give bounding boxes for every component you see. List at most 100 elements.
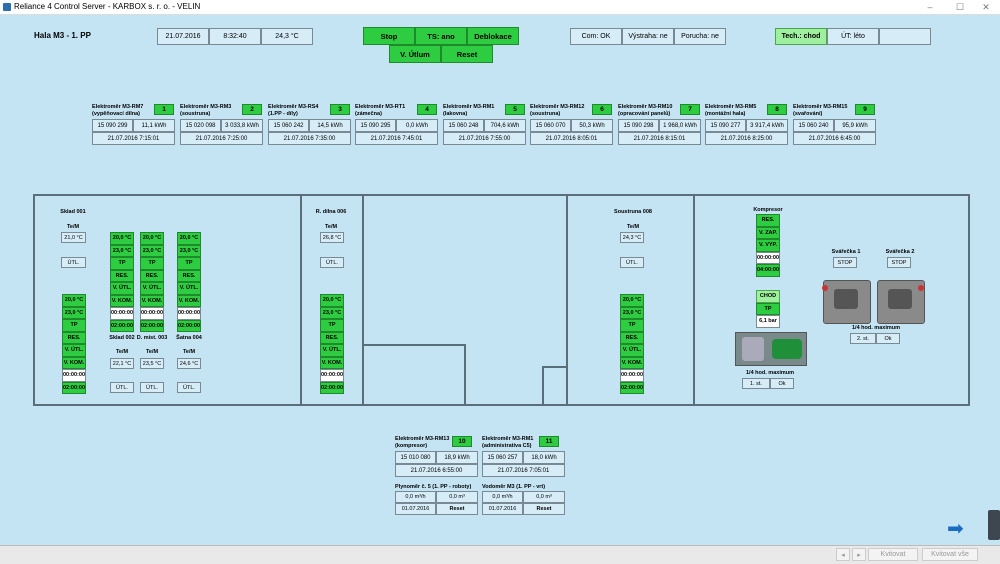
v-utl-button[interactable]: V. ÚTL. — [140, 282, 164, 295]
meter-number[interactable]: 8 — [767, 104, 787, 115]
reset-button[interactable]: Reset — [441, 45, 493, 63]
zone-soustruna-008-utl-button[interactable]: ÚTL. — [620, 257, 644, 268]
utlum-button[interactable]: V. Útlum — [389, 45, 441, 63]
meter-number[interactable]: 11 — [539, 436, 559, 447]
v-utl-button[interactable]: V. ÚTL. — [177, 282, 201, 295]
gas-reset-button[interactable]: Reset — [436, 503, 478, 515]
setpoint-1[interactable]: 20,0 °C — [140, 232, 164, 245]
meter-number[interactable]: 1 — [154, 104, 174, 115]
next-page-arrow-icon[interactable]: ➡ — [947, 518, 964, 540]
meter-1: Elektroměr M3-RM7 (vypěňovací dílna) 1 1… — [92, 104, 175, 152]
v-kom-button[interactable]: V. KOM. — [177, 294, 201, 307]
res-button[interactable]: RES. — [320, 331, 344, 344]
meter-name: Elektroměr M3-RM5 (montážní hala) — [705, 104, 757, 117]
tp-indicator: TP — [320, 319, 344, 332]
water-reset-button[interactable]: Reset — [523, 503, 565, 515]
meter-number[interactable]: 4 — [417, 104, 437, 115]
meter-value: 3 033,8 kWh — [221, 119, 263, 132]
meter-name: Elektroměr M3-RM1 (administrativa C5) — [482, 436, 534, 449]
v-utl-button[interactable]: V. ÚTL. — [320, 344, 344, 357]
v-kom-button[interactable]: V. KOM. — [62, 356, 86, 369]
kompresor-res-button[interactable]: RES. — [756, 214, 780, 227]
kompresor-vvyp-button[interactable]: V. VYP. — [756, 239, 780, 252]
water-flow: 0,0 m³/h — [482, 491, 523, 503]
v-kom-button[interactable]: V. KOM. — [110, 294, 134, 307]
next-alarm-button[interactable]: ▸ — [852, 548, 866, 561]
v-kom-button[interactable]: V. KOM. — [320, 356, 344, 369]
res-button[interactable]: RES. — [620, 331, 644, 344]
deblokace-button[interactable]: Deblokace — [467, 27, 519, 45]
svarecka-1-stop-button[interactable]: STOP — [833, 257, 857, 268]
welder-1-icon — [822, 280, 871, 324]
meter-number[interactable]: 2 — [242, 104, 262, 115]
setpoint-1[interactable]: 20,0 °C — [620, 294, 644, 307]
meter-timestamp: 21.07.2016 8:15:01 — [618, 132, 701, 145]
v-kom-button[interactable]: V. KOM. — [140, 294, 164, 307]
meter-timestamp: 21.07.2016 7:25:00 — [180, 132, 263, 145]
svarecka-2-stop-button[interactable]: STOP — [887, 257, 911, 268]
maximize-button[interactable]: ☐ — [955, 2, 965, 12]
setpoint-2[interactable]: 23,0 °C — [177, 244, 201, 257]
acknowledge-all-button[interactable]: Kvitovat vše — [922, 548, 978, 561]
setpoint-1[interactable]: 20,0 °C — [110, 232, 134, 245]
setpoint-1[interactable]: 20,0 °C — [320, 294, 344, 307]
setpoint-1[interactable]: 20,0 °C — [177, 232, 201, 245]
acknowledge-button[interactable]: Kvitovat — [868, 548, 918, 561]
meter-serial: 15 090 299 — [92, 119, 133, 132]
res-button[interactable]: RES. — [110, 269, 134, 282]
meter-timestamp: 21.07.2016 7:35:00 — [268, 132, 351, 145]
svarecky-ok-button[interactable]: Ok — [876, 333, 900, 344]
meter-number[interactable]: 7 — [680, 104, 700, 115]
res-button[interactable]: RES. — [140, 269, 164, 282]
v-kom-button[interactable]: V. KOM. — [620, 356, 644, 369]
zone-soustruna-008-temp: 24,3 °C — [620, 232, 644, 243]
timer-end[interactable]: 02:00:00 — [620, 381, 644, 394]
v-utl-button[interactable]: V. ÚTL. — [110, 282, 134, 295]
zone-sklad-001-name: Sklad 001 — [60, 209, 86, 215]
zone-sklad-002-utl-button[interactable]: ÚTL. — [110, 382, 134, 393]
v-utl-button[interactable]: V. ÚTL. — [62, 344, 86, 357]
timer-end[interactable]: 02:00:00 — [320, 381, 344, 394]
v-utl-button[interactable]: V. ÚTL. — [620, 344, 644, 357]
zone-dmist-003-utl-button[interactable]: ÚTL. — [140, 382, 164, 393]
zone-satna-004-utl-button[interactable]: ÚTL. — [177, 382, 201, 393]
meter-serial: 15 090 298 — [618, 119, 659, 132]
meter-number[interactable]: 10 — [452, 436, 472, 447]
meter-2: Elektroměr M3-RM3 (soustruna) 2 15 020 0… — [180, 104, 263, 152]
zone-dmist-003-mode: Te/M — [145, 349, 159, 355]
tech-status[interactable]: Tech.: chod — [775, 28, 827, 45]
stop-button[interactable]: Stop — [363, 27, 415, 45]
zone-sklad-001-utl-button[interactable]: ÚTL. — [61, 257, 86, 268]
prev-alarm-button[interactable]: ◂ — [836, 548, 850, 561]
timer-end[interactable]: 02:00:00 — [140, 319, 164, 332]
minimize-button[interactable]: – — [927, 2, 933, 12]
kompresor-timer-end[interactable]: 04:00:00 — [756, 264, 780, 277]
setpoint-2[interactable]: 23,0 °C — [620, 306, 644, 319]
meter-serial: 15 060 242 — [268, 119, 309, 132]
close-button[interactable]: ✕ — [982, 2, 990, 12]
side-panel-handle[interactable] — [988, 510, 1000, 540]
setpoint-2[interactable]: 23,0 °C — [110, 244, 134, 257]
setpoint-1[interactable]: 20,0 °C — [62, 294, 86, 307]
meter-6: Elektroměr M3-RM12 (soustruna) 6 15 060 … — [530, 104, 613, 152]
meter-timestamp: 21.07.2016 6:55:00 — [395, 464, 478, 477]
setpoint-2[interactable]: 23,0 °C — [140, 244, 164, 257]
res-button[interactable]: RES. — [62, 331, 86, 344]
kompresor-ok-button[interactable]: Ok — [770, 378, 794, 389]
setpoint-2[interactable]: 23,0 °C — [62, 306, 86, 319]
meter-number[interactable]: 3 — [330, 104, 350, 115]
meter-number[interactable]: 5 — [505, 104, 525, 115]
meter-serial: 15 090 277 — [705, 119, 746, 132]
setpoint-2[interactable]: 23,0 °C — [320, 306, 344, 319]
meter-number[interactable]: 9 — [855, 104, 875, 115]
timer-end[interactable]: 02:00:00 — [110, 319, 134, 332]
timer-end[interactable]: 02:00:00 — [62, 381, 86, 394]
svarecka-1-label: Svářečka 1 — [831, 249, 861, 255]
zone-rdilna-006-utl-button[interactable]: ÚTL. — [320, 257, 344, 268]
res-button[interactable]: RES. — [177, 269, 201, 282]
meter-number[interactable]: 6 — [592, 104, 612, 115]
ts-button[interactable]: TS: ano — [415, 27, 467, 45]
timer-end[interactable]: 02:00:00 — [177, 319, 201, 332]
zone-soustruna-008-name: Soustruna 008 — [614, 209, 652, 215]
kompresor-vzap-button[interactable]: V. ZAP. — [756, 226, 780, 239]
